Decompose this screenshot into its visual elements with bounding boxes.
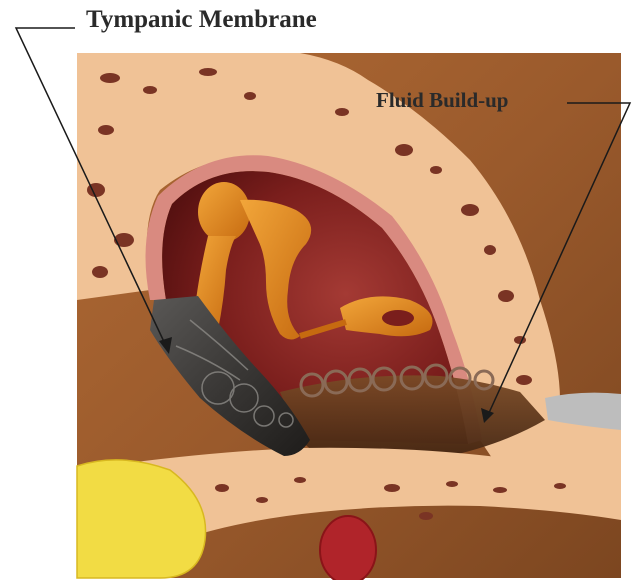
fluid-buildup-label: Fluid Build-up [376,88,509,113]
blood-vessel [320,516,376,580]
tympanic-membrane-label: Tympanic Membrane [86,6,317,34]
malleus-head [198,182,250,242]
